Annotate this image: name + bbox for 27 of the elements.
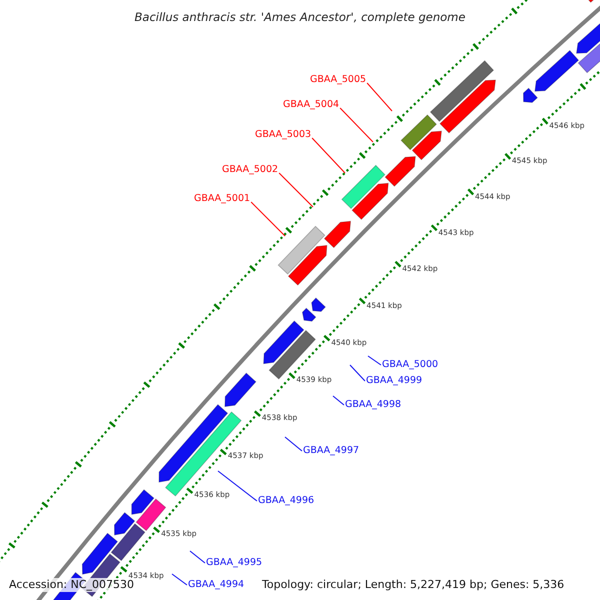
info-text: Topology: circular; Length: 5,227,419 bp; Genes: 5,336 bbox=[260, 578, 566, 592]
leader-line bbox=[190, 550, 206, 564]
leader-line bbox=[218, 470, 258, 502]
gene-label: GBAA_4999 bbox=[366, 375, 422, 387]
gene-label: GBAA_4998 bbox=[345, 399, 402, 411]
leader-line bbox=[278, 172, 314, 208]
leader-line bbox=[332, 396, 344, 406]
gene-label: GBAA_5004 bbox=[283, 99, 340, 111]
leader-line bbox=[350, 364, 366, 382]
gene-label: GBAA_4996 bbox=[258, 495, 314, 507]
gene-label: GBAA_5005 bbox=[310, 74, 366, 86]
leader-line bbox=[172, 574, 188, 586]
leader-line bbox=[312, 138, 346, 174]
leader-line bbox=[284, 436, 302, 452]
gene-label: GBAA_4997 bbox=[303, 445, 360, 457]
gene-label: GBAA_5000 bbox=[382, 359, 438, 371]
info-text: Accession: NC_007530 bbox=[7, 578, 136, 592]
map-title: Bacillus anthracis str. 'Ames Ancestor', complete genome bbox=[134, 10, 466, 25]
gene-label: GBAA_5003 bbox=[255, 129, 312, 141]
leader-line bbox=[340, 108, 374, 142]
leader-line bbox=[366, 82, 392, 112]
gene-label: GBAA_4995 bbox=[206, 557, 262, 569]
gene-label: GBAA_4994 bbox=[188, 579, 244, 591]
gene-label: GBAA_5002 bbox=[222, 164, 278, 176]
leader-line bbox=[250, 202, 286, 236]
leader-line bbox=[368, 356, 382, 366]
gene-label: GBAA_5001 bbox=[194, 193, 250, 205]
